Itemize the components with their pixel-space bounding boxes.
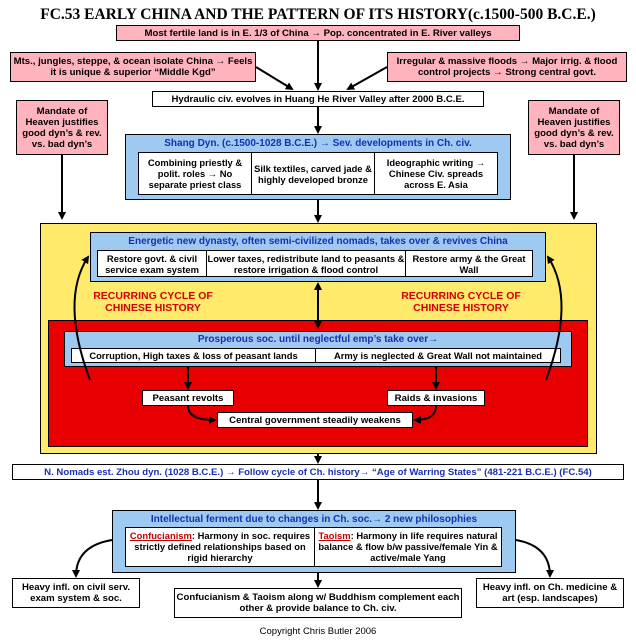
energetic-dynasty-panel: Energetic new dynasty, often semi-civili… bbox=[90, 232, 546, 282]
civil-service-influence-box: Heavy infl. on civil serv. exam system &… bbox=[12, 578, 140, 608]
peasant-revolts-box: Peasant revolts bbox=[142, 390, 234, 406]
zhou-nomads-box: N. Nomads est. Zhou dyn. (1028 B.C.E.) →… bbox=[12, 464, 624, 480]
confucianism-cell: Confucianism: Harmony in soc. requires s… bbox=[125, 527, 315, 567]
hydraulic-civ-box: Hydraulic civ. evolves in Huang He River… bbox=[152, 91, 484, 107]
arrow-loop-left bbox=[73, 255, 91, 381]
army-neglect-cell: Army is neglected & Great Wall not maint… bbox=[315, 348, 561, 363]
zhou-nomads-text: N. Nomads est. Zhou dyn. (1028 B.C.E.) →… bbox=[44, 466, 592, 478]
balance-box: Confucianism & Taoism along w/ Buddhism … bbox=[174, 588, 462, 618]
restore-govt-cell: Restore govt. & civil service exam syste… bbox=[97, 250, 207, 277]
raids-invasions-box: Raids & invasions bbox=[387, 390, 485, 406]
arrow-raids-weakens bbox=[413, 405, 437, 424]
medicine-art-influence-box: Heavy infl. on Ch. medicine & art (esp. … bbox=[476, 578, 624, 608]
arrow-revolts-weakens bbox=[187, 405, 217, 424]
restore-army-cell: Restore army & the Great Wall bbox=[405, 250, 533, 277]
arrow-to-civil-service bbox=[72, 539, 113, 578]
cycle-label-left: RECURRING CYCLE OF CHINESE HISTORY bbox=[93, 290, 213, 314]
floods-box: Irregular & massive floods → Major irrig… bbox=[387, 52, 627, 82]
prosperous-header: Prosperous soc. until neglectful emp’s t… bbox=[197, 334, 439, 345]
arrow-loop-right bbox=[545, 255, 563, 381]
taoism-cell: Taoism: Harmony in life requires natural… bbox=[314, 527, 502, 567]
arrow-geo-left bbox=[255, 66, 294, 91]
shang-dynasty-panel: Shang Dyn. (c.1500-1028 B.C.E.) → Sev. d… bbox=[125, 134, 511, 200]
shang-silk-cell: Silk textiles, carved jade & highly deve… bbox=[251, 152, 375, 195]
government-weakens-box: Central government steadily weakens bbox=[217, 412, 413, 428]
copyright: Copyright Chris Butler 2006 bbox=[259, 626, 377, 637]
lower-taxes-cell: Lower taxes, redistribute land to peasan… bbox=[206, 250, 406, 277]
confucianism-text: : Harmony in soc. requires strictly defi… bbox=[134, 530, 311, 563]
cycle-label-right: RECURRING CYCLE OF CHINESE HISTORY bbox=[401, 290, 521, 314]
taoism-text: : Harmony in life requires natural balan… bbox=[318, 530, 498, 563]
geography-isolation-box: Mts., jungles, steppe, & ocean isolate C… bbox=[10, 52, 256, 82]
prosperous-inner-panel: Prosperous soc. until neglectful emp’s t… bbox=[64, 331, 572, 367]
intellectual-ferment-panel: Intellectual ferment due to changes in C… bbox=[112, 510, 516, 573]
shang-header: Shang Dyn. (c.1500-1028 B.C.E.) → Sev. d… bbox=[164, 138, 472, 149]
arrow-to-medicine-art bbox=[515, 539, 554, 578]
fertile-land-box: Most fertile land is in E. 1/3 of China … bbox=[116, 25, 520, 41]
mandate-left-box: Mandate of Heaven justifies good dyn’s &… bbox=[16, 100, 108, 155]
mandate-right-box: Mandate of Heaven justifies good dyn’s &… bbox=[528, 100, 620, 155]
arrow-geo-right bbox=[346, 66, 388, 90]
page-title: FC.53 EARLY CHINA AND THE PATTERN OF ITS… bbox=[40, 6, 596, 23]
ferment-header: Intellectual ferment due to changes in C… bbox=[150, 514, 478, 525]
energetic-header: Energetic new dynasty, often semi-civili… bbox=[128, 236, 508, 247]
taoism-term: Taoism bbox=[318, 530, 351, 541]
confucianism-term: Confucianism bbox=[129, 530, 192, 541]
shang-writing-cell: Ideographic writing → Chinese Civ. sprea… bbox=[374, 152, 498, 195]
